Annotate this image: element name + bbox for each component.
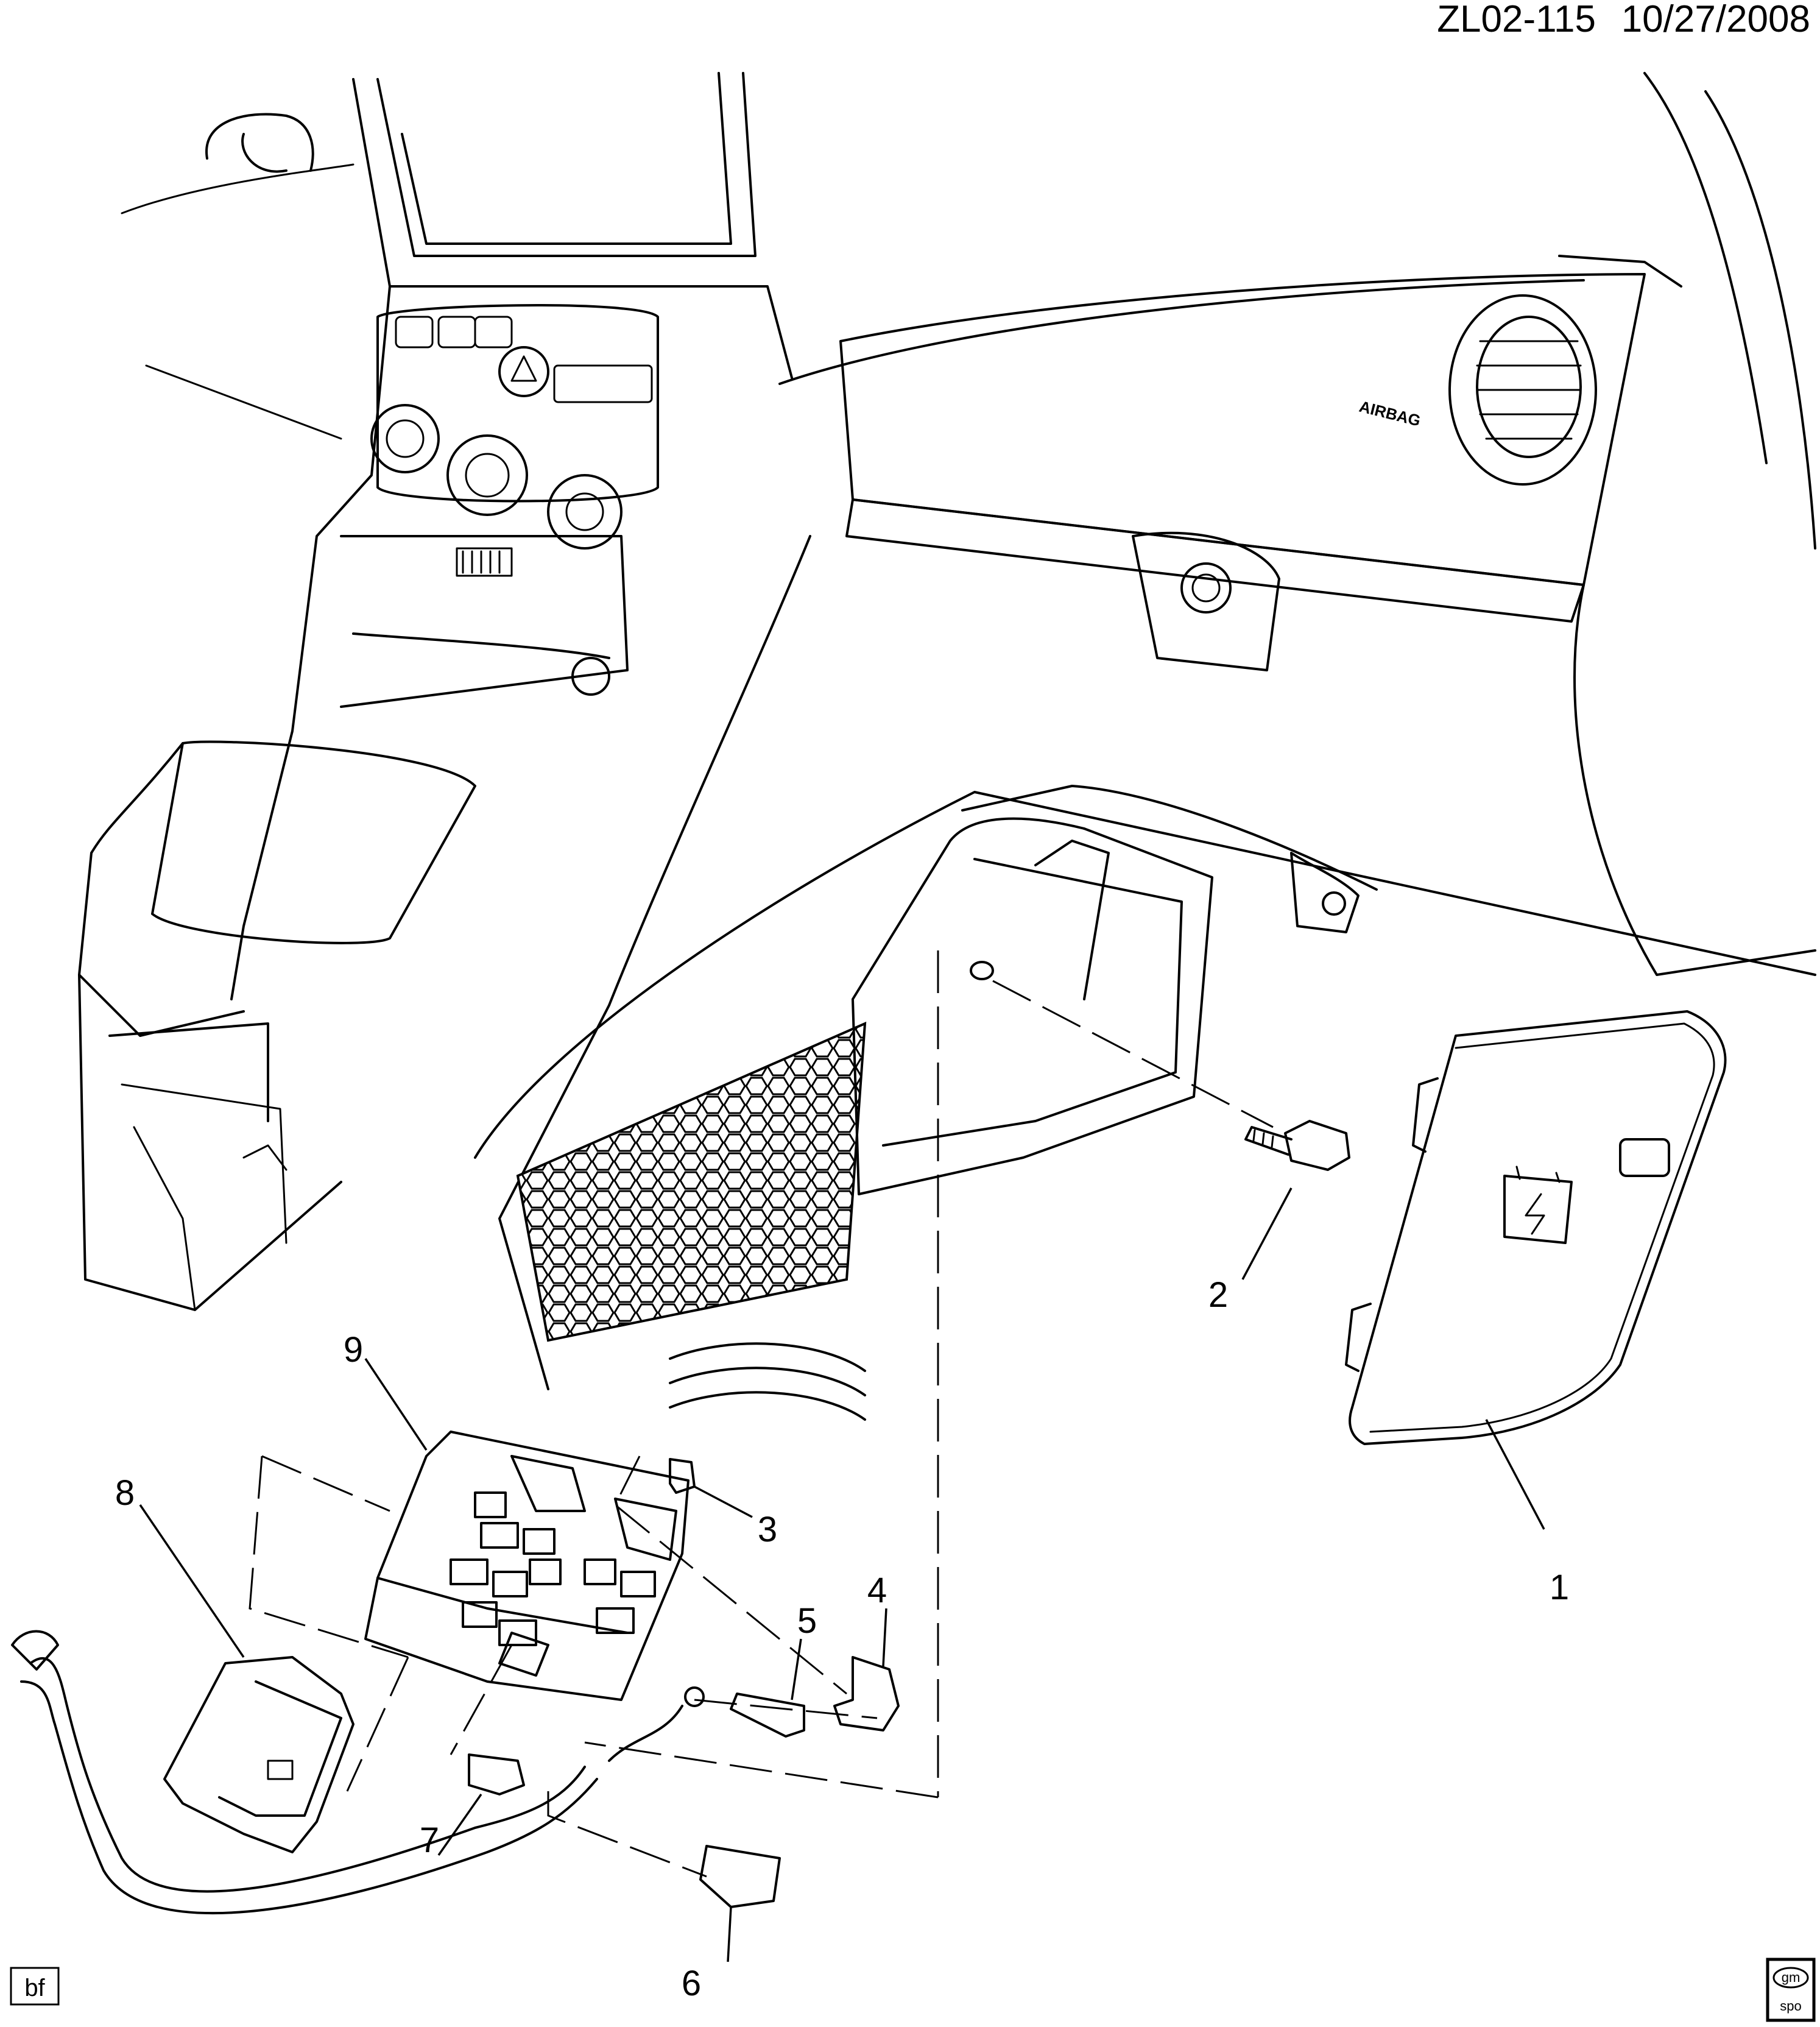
callout-5: 5 [797,1601,817,1641]
fuse-block [364,1431,690,1701]
callout-4: 4 [867,1571,887,1610]
callout-6: 6 [682,1964,701,2003]
module-bracket-part-8 [163,1656,354,1853]
relay-clip-part-4 [833,1656,900,1732]
gm-spo-logo: gm spo [1766,1958,1816,2022]
dash-air-vent [1448,294,1597,486]
bolt-part [1244,1120,1350,1171]
fuse-part-3 [669,1458,696,1494]
fuse-puller-part-5 [730,1693,805,1738]
instrument-panel [474,72,1816,1390]
callout-1: 1 [1550,1568,1569,1607]
callout-8: 8 [115,1473,135,1513]
storage-net [516,1021,867,1342]
footwell-bracket [852,817,1360,1195]
airbag-label: AIRBAG [1358,397,1423,430]
diagram-code: ZL02-115 [1437,0,1596,40]
mini-fuse-part-7 [468,1753,525,1795]
ground-strap [608,1705,683,1762]
relay-part-6 [699,1845,781,1908]
center-console [78,72,793,1311]
artist-initials: bf [24,1975,45,2001]
wiring-harness [29,1657,586,1893]
leader-lines [139,1187,1545,1962]
fuse-cover-panel [1345,1010,1727,1445]
logo-gm-text: gm [1782,1970,1801,1985]
callout-3: 3 [758,1510,777,1549]
callout-2: 2 [1208,1275,1228,1315]
artist-initials-box: bf [10,1967,60,2006]
alignment-dashes [249,950,1274,1878]
callout-9: 9 [344,1330,363,1370]
callout-7: 7 [420,1820,439,1860]
diagram-date: 10/27/2008 [1621,0,1810,40]
console-vent-slots [456,547,513,577]
logo-spo-text: spo [1780,1998,1801,2014]
